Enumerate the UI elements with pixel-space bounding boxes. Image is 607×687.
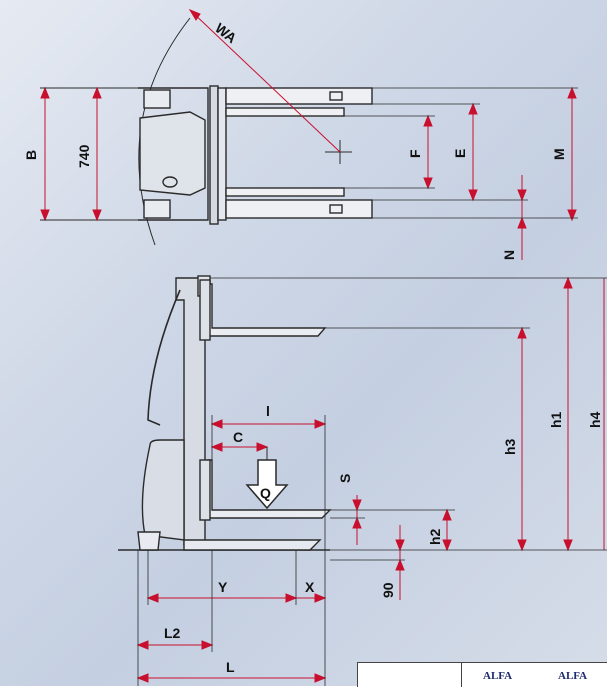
- label-b: B: [23, 150, 39, 160]
- fork-upper-inner: [225, 107, 345, 117]
- table-header-col1: ALFA: [483, 670, 513, 682]
- side-view: [118, 275, 332, 551]
- spec-table: ALFA ALFA: [357, 662, 607, 687]
- chassis-outline: [139, 111, 206, 196]
- control-knob: [162, 176, 178, 188]
- label-e: E: [452, 149, 468, 158]
- table-header-col2: ALFA: [558, 670, 588, 682]
- mast-post: [209, 85, 219, 225]
- label-l-small: l: [266, 403, 270, 419]
- raised-fork: [207, 283, 327, 337]
- fork-upper-tip: [329, 91, 343, 101]
- raised-carriage: [199, 279, 211, 341]
- label-s: S: [337, 474, 353, 483]
- top-dimensions: [40, 8, 578, 260]
- label-h3: h3: [502, 438, 518, 455]
- load-arrow: [245, 459, 289, 510]
- wa-line: [189, 9, 341, 153]
- base-leg: [183, 539, 322, 551]
- upper-wheel: [143, 89, 171, 109]
- top-view: [138, 17, 373, 246]
- fork-lower: [225, 199, 373, 219]
- label-n: N: [501, 250, 517, 260]
- label-x: X: [305, 579, 315, 595]
- label-l: L: [226, 659, 235, 675]
- drive-body: [141, 439, 185, 541]
- label-740: 740: [76, 144, 92, 168]
- lowered-carriage: [199, 459, 211, 521]
- label-wa: WA: [212, 20, 240, 46]
- label-90: 90: [380, 582, 396, 598]
- lower-wheel: [143, 199, 171, 219]
- tiller-handle: [147, 289, 181, 426]
- carriage-plate: [217, 87, 227, 221]
- label-h4: h4: [587, 411, 603, 428]
- body-frame: [138, 87, 209, 221]
- drive-wheel: [137, 531, 161, 551]
- side-dimensions: [136, 276, 607, 686]
- table-divider: [461, 663, 462, 687]
- label-c: C: [233, 429, 243, 445]
- label-h2: h2: [427, 528, 443, 545]
- fork-lower-tip: [329, 204, 343, 214]
- fork-lower-inner: [225, 187, 345, 197]
- dimension-labels: WA B 740 F E M N l C Q S h2 h3 h1 h4 Y X…: [23, 20, 603, 675]
- label-m: M: [551, 148, 567, 160]
- label-h1: h1: [548, 411, 564, 428]
- fork-upper: [225, 87, 373, 105]
- label-q: Q: [260, 485, 271, 501]
- label-f: F: [407, 149, 423, 158]
- label-l2: L2: [164, 625, 181, 641]
- label-y: Y: [218, 579, 228, 595]
